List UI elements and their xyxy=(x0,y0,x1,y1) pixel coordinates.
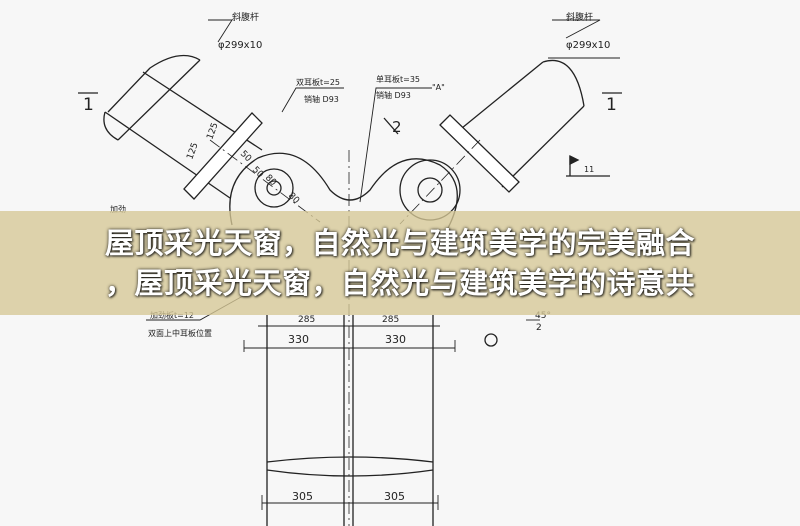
angle-label: 45° xyxy=(535,311,551,321)
dim-left-2: 125 xyxy=(205,121,220,141)
dim-left-5: 80 xyxy=(263,173,278,188)
title-overlay-banner: 屋顶采光天窗，自然光与建筑美学的完美融合 ，屋顶采光天窗，自然光与建筑美学的诗意… xyxy=(0,211,800,315)
stiffener-note-1: 加劲板t=12 xyxy=(150,310,194,320)
dim-mid-left: 330 xyxy=(288,333,309,346)
stiffener-note-2: 双面上中耳板位置 xyxy=(148,328,212,338)
dim-upper-right: 285 xyxy=(382,315,399,325)
detail-a-marker xyxy=(484,333,498,347)
left-pin-hole xyxy=(254,168,294,208)
rib-label: 加劲 xyxy=(110,204,126,214)
left-member-size: φ299x10 xyxy=(218,40,262,51)
detail-a-label: "A" xyxy=(432,83,445,92)
right-pin-inner xyxy=(417,177,443,203)
left-diagonal-tube xyxy=(103,54,263,199)
title-line-2: ，屋顶采光天窗，自然光与建筑美学的诗意共 xyxy=(104,266,695,300)
left-member-label: 斜腹杆 xyxy=(232,11,259,23)
left-pin-inner xyxy=(266,180,282,196)
right-small-label: 11 xyxy=(584,165,594,174)
dim-left-6: 80 xyxy=(286,191,301,206)
left-flange xyxy=(183,112,263,200)
weld-note-right-2: 销轴 D93 xyxy=(376,90,411,100)
vertical-chord xyxy=(266,315,434,526)
section-2-fraction: 2 xyxy=(536,323,542,333)
dim-upper-left: 285 xyxy=(298,315,315,325)
title-line-1: 屋顶采光天窗，自然光与建筑美学的完美融合 xyxy=(104,226,695,260)
dim-lower-left: 305 xyxy=(292,490,313,503)
node-plate xyxy=(229,152,458,229)
right-member-label: 斜腹杆 xyxy=(566,11,593,23)
section-2-mark: 2 xyxy=(392,118,402,136)
dim-left-4: 50 xyxy=(250,165,265,180)
dim-mid-right: 330 xyxy=(385,333,406,346)
dim-left-1: 125 xyxy=(185,141,200,161)
weld-note-left-2: 销轴 D93 xyxy=(304,94,339,104)
weld-note-left-1: 双耳板t=25 xyxy=(296,77,340,87)
right-member-size: φ299x10 xyxy=(566,40,610,51)
right-flange xyxy=(439,114,520,193)
dim-lower-right: 305 xyxy=(384,490,405,503)
right-diagonal-tube xyxy=(461,57,620,188)
section-mark-left: 1 xyxy=(83,95,94,115)
section-mark-right: 1 xyxy=(606,95,617,115)
weld-note-right-1: 单耳板t=35 xyxy=(376,74,420,84)
